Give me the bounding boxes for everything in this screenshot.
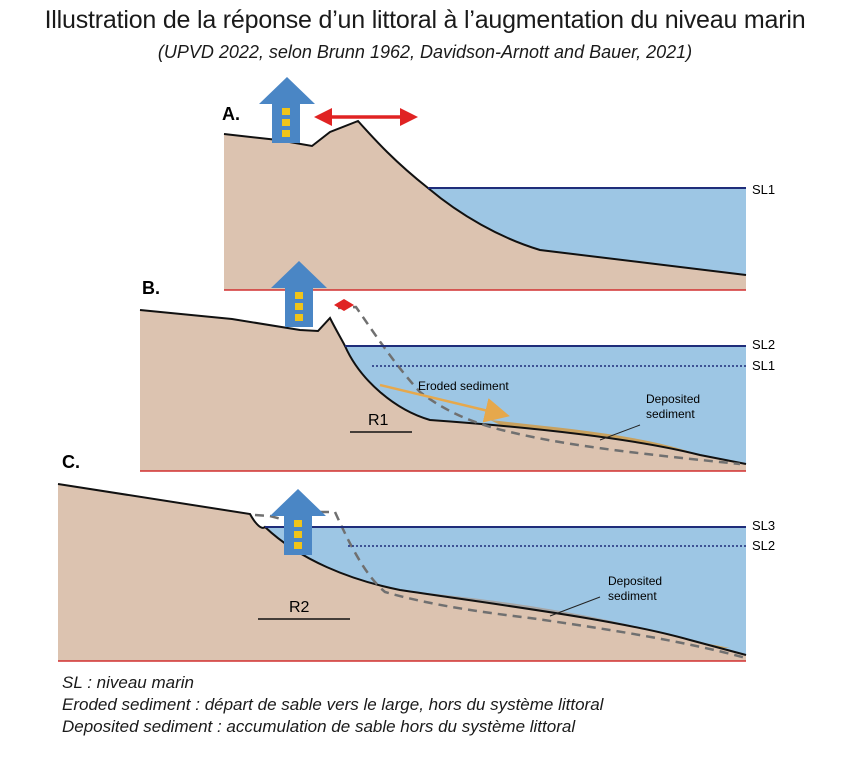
panel-b-letter: B. <box>142 278 160 298</box>
panel-c-sl3-label: SL3 <box>752 518 775 533</box>
double-arrow-icon <box>314 108 418 126</box>
double-arrow-icon <box>334 299 354 311</box>
legend-item: Deposited sediment : accumulation de sab… <box>62 716 603 738</box>
legend: SL : niveau marin Eroded sediment : dépa… <box>62 672 603 738</box>
panel-b-deposited-label-1: Deposited <box>646 392 700 406</box>
legend-item: SL : niveau marin <box>62 672 603 694</box>
panel-a: A. SL1 <box>222 77 775 290</box>
panel-c-deposited-label-2: sediment <box>608 589 657 603</box>
panel-c-letter: C. <box>62 452 80 472</box>
panel-c-sl2-label: SL2 <box>752 538 775 553</box>
panel-c-deposited-label-1: Deposited <box>608 574 662 588</box>
panel-a-sl1-label: SL1 <box>752 182 775 197</box>
panel-b: R1 B. SL2 SL1 Eroded sediment Deposited … <box>140 261 775 471</box>
panel-b-sl1-label: SL1 <box>752 358 775 373</box>
panel-b-deposited-label-2: sediment <box>646 407 695 421</box>
panel-b-retreat-label: R1 <box>368 412 389 429</box>
panel-b-eroded-label: Eroded sediment <box>418 379 509 393</box>
legend-item: Eroded sediment : départ de sable vers l… <box>62 694 603 716</box>
panel-c: R2 C. SL3 SL2 Deposited sediment <box>58 452 775 661</box>
panel-c-retreat-label: R2 <box>289 599 310 616</box>
panel-a-letter: A. <box>222 104 240 124</box>
panel-b-sl2-label: SL2 <box>752 337 775 352</box>
house-icon <box>259 77 315 143</box>
